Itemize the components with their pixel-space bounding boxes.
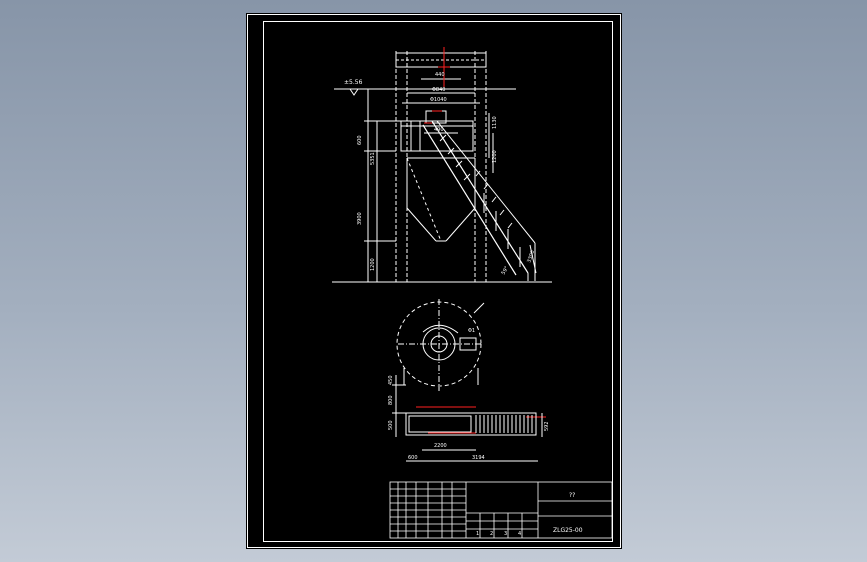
dim-right-label-1130: 1130 [492, 116, 498, 129]
inner-frame [263, 21, 613, 542]
outer-frame [247, 14, 621, 548]
title-cell-4: 4 [518, 531, 521, 537]
title-cell-1: 1 [476, 531, 479, 537]
dim-left-label-5351: 5351 [370, 152, 376, 165]
plan-view[interactable] [392, 299, 543, 462]
title-cell-2: 2 [490, 531, 493, 537]
plan-dim-label-800: 800 [388, 395, 394, 405]
dim-right-3 [529, 244, 537, 274]
plan-dim-label-450: 450 [388, 375, 394, 385]
plan-leader [473, 302, 485, 314]
cone-hidden-1 [406, 157, 442, 242]
cone-right-slope [445, 207, 476, 242]
drawing-sheet[interactable]: ±5.56 440 Φ840 Φ1040 490 600 5351 3900 1… [246, 13, 622, 549]
plan-dim-label-500: 500 [388, 420, 394, 430]
staircase [422, 120, 536, 281]
plan-platform [405, 412, 537, 436]
dim-left-label-3900: 3900 [357, 212, 363, 225]
dim-right-label-1200: 1200 [492, 150, 498, 163]
red-markers [416, 47, 546, 434]
plan-dim-label-592: 592 [544, 421, 550, 431]
elevation-view[interactable] [332, 51, 552, 283]
dim-top-label-1: 440 [435, 72, 445, 78]
drawing-canvas[interactable]: ±5.56 440 Φ840 Φ1040 490 600 5351 3900 1… [246, 13, 622, 549]
dim-top-label-3: Φ1040 [430, 97, 447, 103]
plan-platform-inner [408, 415, 472, 433]
dim-left-label-600: 600 [357, 135, 363, 145]
plan-dim-label-600: 600 [408, 455, 418, 461]
plan-dim-label-2200: 2200 [434, 443, 447, 449]
cone-left-slope [406, 207, 437, 242]
drawing-number: ZLG25-00 [553, 527, 583, 534]
title-cell-3: 3 [504, 531, 507, 537]
dim-top-label-2: Φ840 [432, 87, 445, 93]
elevation-mark-label: ±5.56 [344, 79, 363, 86]
plan-stair-treads [475, 415, 533, 433]
angle-label: 59° [501, 265, 511, 276]
plan-dim-label-3194: 3194 [472, 455, 485, 461]
elevation-triangle-icon [349, 88, 359, 96]
dim-right-label-3300: 3300 [526, 250, 536, 264]
dim-left-label-1200: 1200 [370, 258, 376, 271]
plan-label: Φ1 [468, 328, 475, 334]
title-block[interactable] [389, 481, 613, 539]
dim-top-label-4: 490 [434, 127, 444, 133]
title-name: ?? [569, 492, 575, 499]
plan-inlet-arc [422, 324, 459, 334]
